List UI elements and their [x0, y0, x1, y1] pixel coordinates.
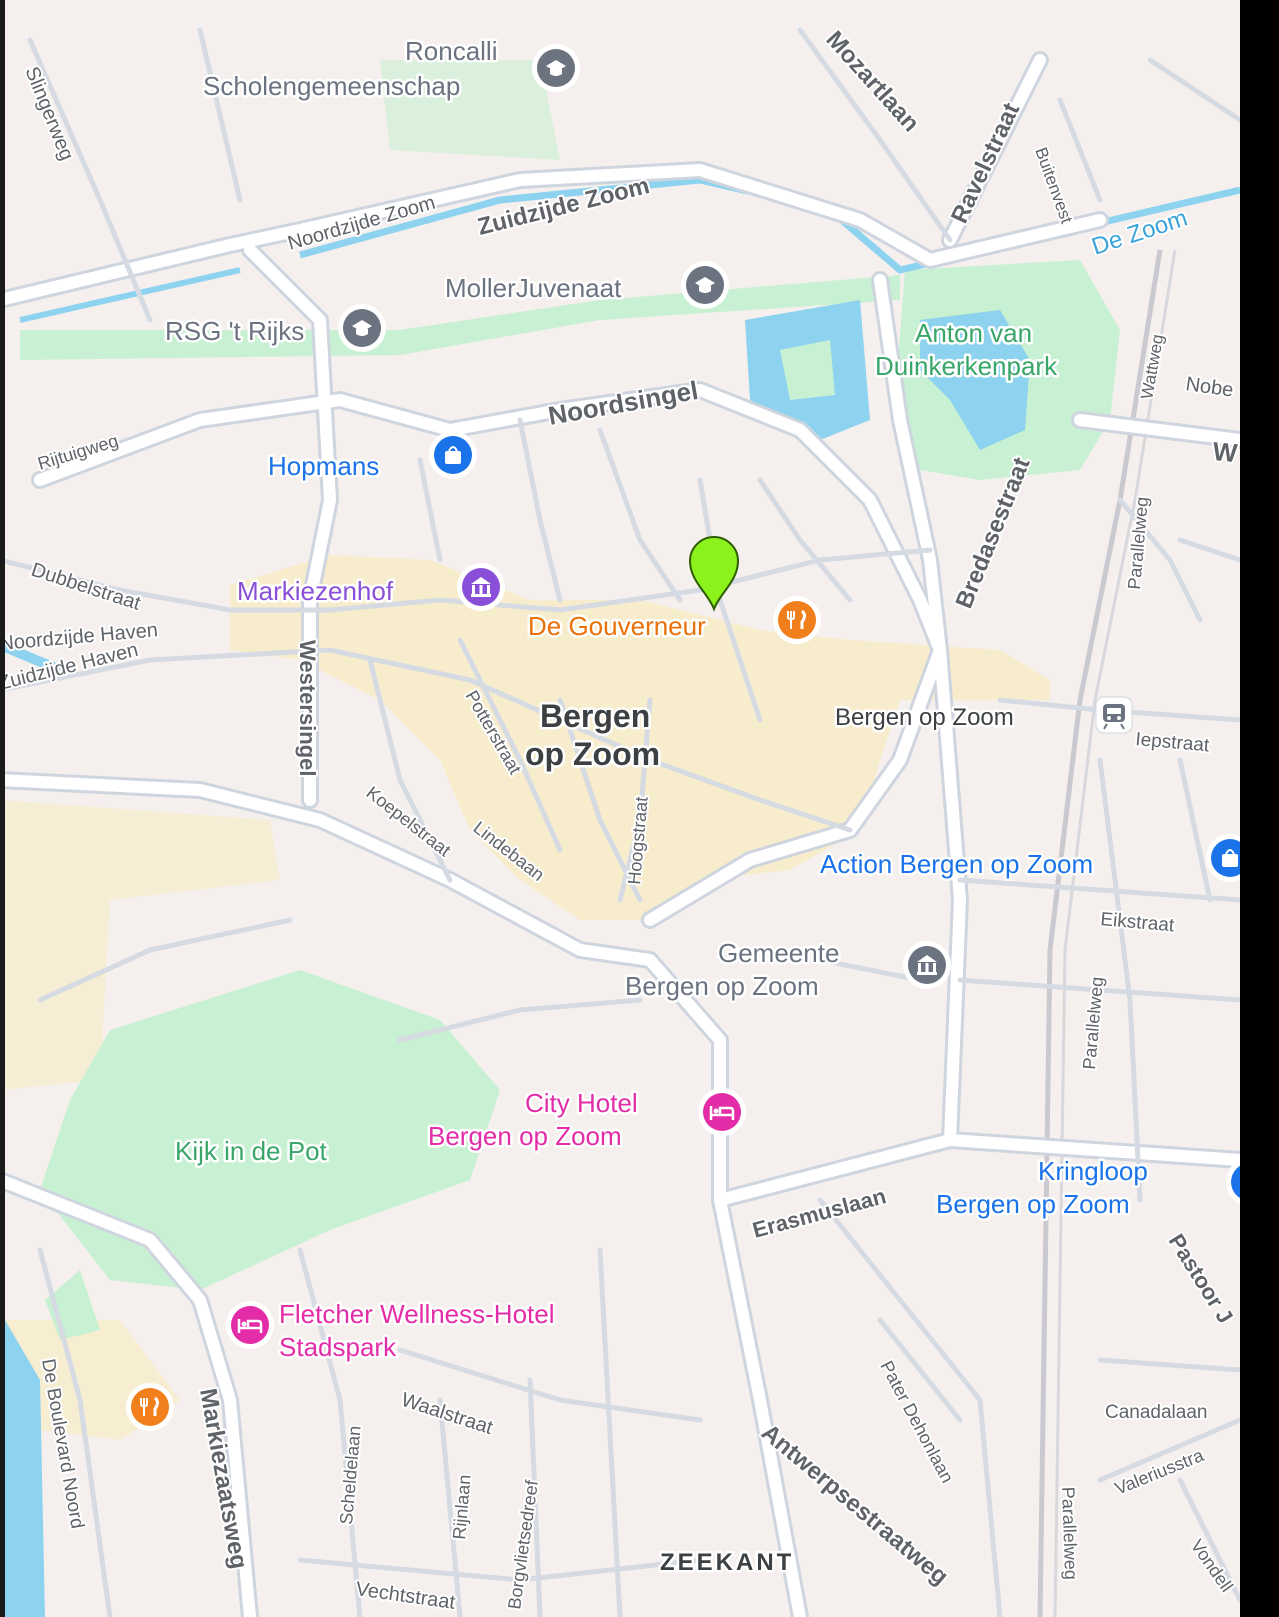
bed-icon[interactable]	[226, 1301, 274, 1349]
label-westersingel: Westersingel	[295, 640, 320, 777]
city-label-line2: op Zoom	[525, 736, 660, 772]
map-pin-icon[interactable]	[688, 536, 740, 612]
railway	[1037, 249, 1163, 1617]
poi-anton-line1: Anton van	[915, 318, 1032, 348]
fork-knife-icon[interactable]	[773, 596, 821, 644]
poi-kringloop-line1: Kringloop	[1038, 1156, 1148, 1186]
kijk-in-de-pot-park	[40, 970, 500, 1290]
left-border	[0, 0, 5, 1617]
shopping-bag-icon[interactable]	[429, 431, 477, 479]
fork-knife-icon[interactable]	[126, 1383, 174, 1431]
poi-anton-line2: Duinkerkenpark	[875, 351, 1058, 381]
minor-roads	[0, 27, 1243, 1617]
bed-icon[interactable]	[698, 1088, 746, 1136]
poi-gemeente-line2: Bergen op Zoom	[625, 971, 819, 1001]
poi-markers	[126, 44, 1274, 1431]
poi-markiezenhof: Markiezenhof	[237, 576, 394, 606]
label-canadalaan: Canadalaan	[1105, 1402, 1207, 1423]
poi-roncalli-line1: Roncalli	[405, 36, 498, 66]
harbour-water	[0, 640, 62, 675]
railway-2	[1053, 249, 1177, 1617]
poi-gemeente-line1: Gemeente	[718, 938, 839, 968]
poi-rsg: RSG 't Rijks	[165, 316, 304, 346]
right-border	[1240, 0, 1279, 1617]
poi-action: Action Bergen op Zoom	[820, 849, 1093, 879]
poi-gouverneur: De Gouverneur	[528, 611, 706, 641]
label-parallelweg-bottom: Parallelweg	[1058, 1486, 1081, 1580]
poi-fletcher-line2: Stadspark	[279, 1332, 397, 1362]
poi-cityhotel-line1: City Hotel	[525, 1088, 638, 1118]
poi-station: Bergen op Zoom	[835, 704, 1014, 731]
poi-roncalli-line2: Scholengemeenschap	[203, 71, 460, 101]
poi-kringloop-line2: Bergen op Zoom	[936, 1189, 1130, 1219]
poi-cityhotel-line2: Bergen op Zoom	[428, 1121, 622, 1151]
train-icon[interactable]	[1095, 696, 1133, 734]
poi-hopmans: Hopmans	[268, 451, 379, 481]
pond-island	[780, 340, 835, 400]
city-label-line1: Bergen	[540, 698, 650, 734]
place-labels: Bergen op Zoom ZEEKANT	[523, 696, 794, 1579]
west-tint-area	[0, 800, 280, 1090]
label-w: W	[1211, 436, 1239, 468]
poi-labels: Roncalli Scholengemeenschap MollerJuvena…	[163, 34, 1151, 1365]
museum-icon[interactable]	[457, 563, 505, 611]
graduation-cap-icon[interactable]	[338, 304, 386, 352]
government-building-icon[interactable]	[903, 941, 951, 989]
graduation-cap-icon[interactable]	[681, 261, 729, 309]
sea-edge	[5, 1320, 45, 1617]
canal-west	[19, 267, 241, 323]
district-label: ZEEKANT	[660, 1549, 794, 1576]
green-block-north	[380, 60, 560, 160]
park-lake	[920, 310, 1030, 450]
poi-fletcher-line1: Fletcher Wellness-Hotel	[279, 1299, 555, 1329]
poi-kijk: Kijk in de Pot	[175, 1136, 328, 1166]
green-strip	[20, 275, 900, 360]
graduation-cap-icon[interactable]	[532, 44, 580, 92]
poi-moller: MollerJuvenaat	[445, 273, 622, 303]
